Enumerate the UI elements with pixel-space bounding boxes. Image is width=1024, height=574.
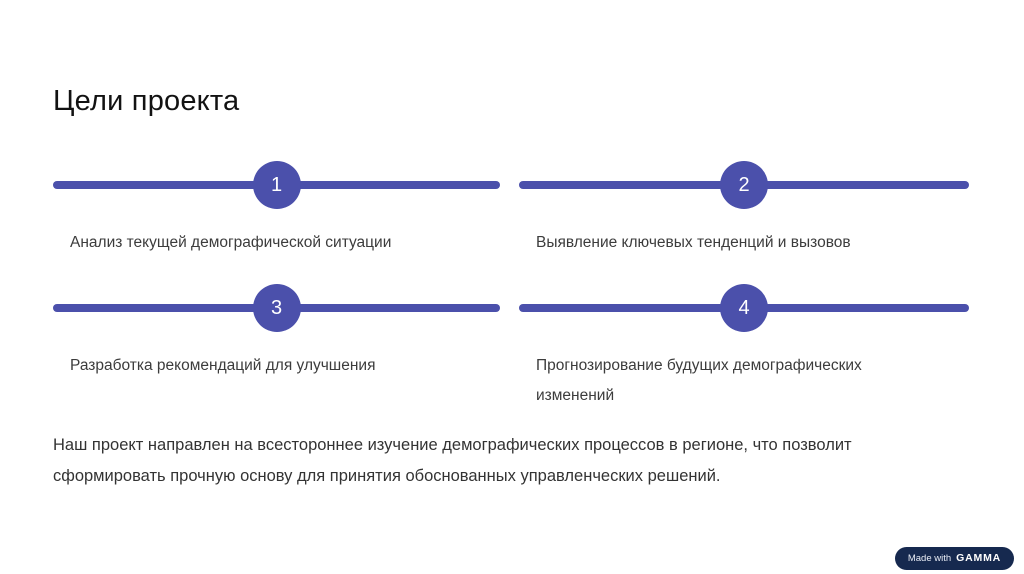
goal-number: 3: [270, 297, 283, 319]
page-title: Цели проекта: [53, 85, 240, 117]
goal-timeline-1: 1: [53, 161, 500, 209]
goal-label: Разработка рекомендаций для улучшения: [70, 357, 376, 374]
goal-item-1: 1 Анализ текущей демографической ситуаци…: [53, 161, 500, 258]
goal-label: Выявление ключевых тенденций и вызовов: [536, 234, 851, 251]
goal-item-2: 2 Выявление ключевых тенденций и вызовов: [519, 161, 969, 258]
goal-number-circle: 3: [252, 284, 301, 332]
goal-timeline-2: 2: [519, 161, 969, 209]
goal-item-3: 3 Разработка рекомендаций для улучшения: [53, 284, 500, 381]
goal-timeline-4: 4: [519, 284, 969, 332]
goal-number: 2: [738, 174, 750, 196]
goal-number-circle: 2: [720, 161, 768, 209]
summary-paragraph: Наш проект направлен на всестороннее изу…: [53, 436, 852, 485]
goal-number: 1: [270, 174, 283, 196]
goal-number-circle: 4: [720, 284, 768, 332]
gamma-logo-wordmark: GAMMA: [956, 552, 1001, 565]
goal-number-circle: 1: [252, 161, 301, 209]
goal-timeline-3: 3: [53, 284, 500, 332]
goal-item-4: 4 Прогнозирование будущих демографически…: [519, 284, 969, 411]
badge-prefix-text: Made with: [907, 552, 952, 564]
goal-number: 4: [738, 297, 750, 319]
made-with-gamma-badge[interactable]: Made with GAMMA: [894, 547, 1014, 570]
goal-label: Анализ текущей демографической ситуации: [70, 234, 392, 251]
goal-label: Прогнозирование будущих демографических …: [536, 357, 862, 404]
